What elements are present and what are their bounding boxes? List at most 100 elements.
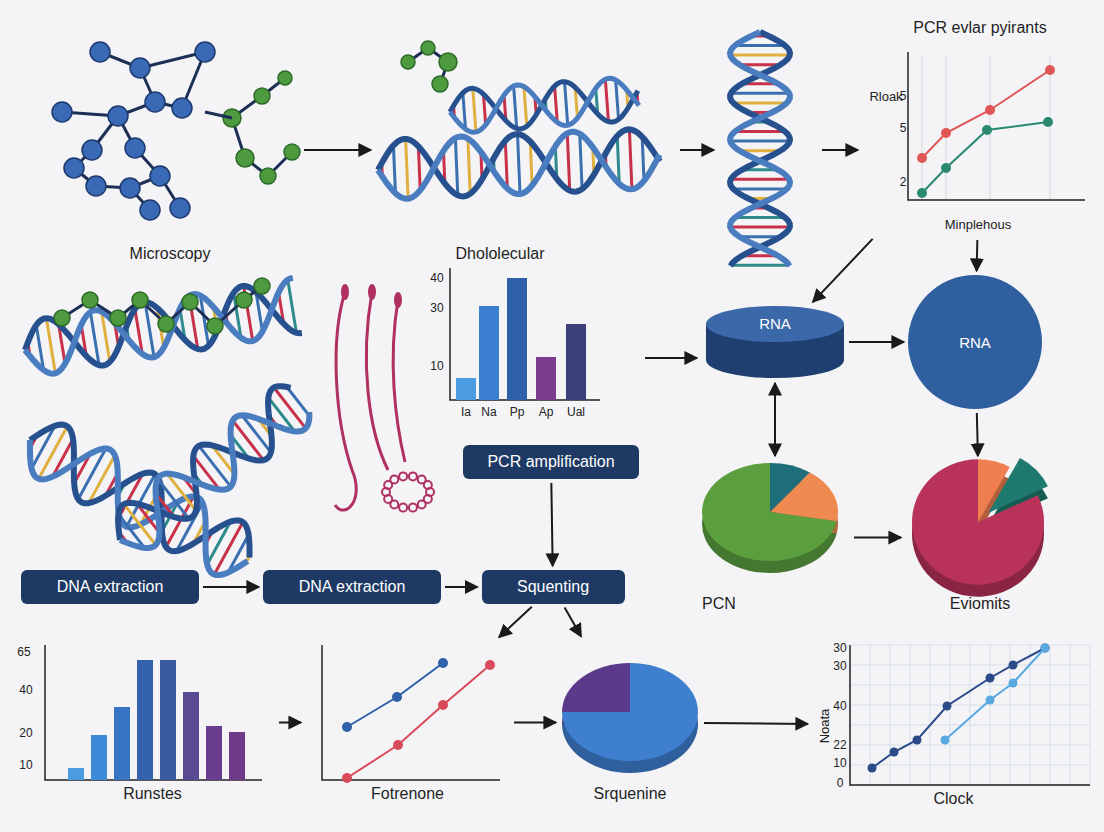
pie-chart [702,463,838,573]
line-chart [943,702,952,711]
bar-chart [479,306,499,400]
dna-helix [377,128,661,200]
molecule-blue [108,106,128,126]
line-chart [438,658,448,668]
line-chart [985,105,995,115]
line-chart [890,748,899,757]
line-chart [908,52,1085,200]
pie-chart [562,663,698,761]
molecule-blue [86,176,106,196]
rna-strands [390,475,398,483]
tick-label: 5 [900,90,907,102]
dna-helix [20,278,301,378]
dna-helix [16,414,263,586]
dna-helix [473,88,476,132]
bar-chart [45,645,262,780]
dna-helix [104,380,316,561]
dna-helix [617,136,619,184]
line-chart [990,645,991,785]
dna-helix [16,414,263,586]
flow-arrow [822,149,858,151]
dna-helix [733,101,787,104]
dna-helix [104,380,316,561]
line-chart [890,645,891,785]
dna-helix [505,141,507,189]
molecule-blue [195,42,215,62]
dna-helix [468,139,470,194]
molecule-blue [90,42,110,62]
flow-arrow [304,149,371,151]
rna-strands [399,504,407,512]
node-text: PCN [702,595,736,613]
pie-chart [912,459,1044,584]
molecule-green [432,76,448,92]
data-cylinder: RNA [705,305,845,379]
line-chart [970,645,971,785]
molecule-blue [172,98,192,118]
dna-helix [735,130,785,133]
line-chart [1041,644,1050,653]
dna-helix [580,134,582,189]
rna-strands [409,504,417,512]
molecule-chain [110,310,126,326]
molecule-chain [54,310,70,326]
rna-strands [393,300,405,462]
molecule-blue [52,42,215,220]
molecule-blue [170,198,190,218]
process-box: Squenting [482,570,625,604]
bar-chart [206,726,222,780]
line-chart [1050,55,1051,200]
molecule-chain [54,278,270,334]
line-chart [850,705,1090,706]
tick-label: 65 [17,646,30,658]
tick-label: 10 [833,757,846,769]
tick-label: 0 [837,777,844,789]
flow-arrow [645,357,697,359]
flow-arrow [977,413,978,456]
line-chart [910,645,911,785]
rna-strands [335,284,434,512]
dna-helix [104,380,316,561]
tick-label: 30 [430,302,443,314]
line-chart [922,55,923,200]
dna-helix [733,187,787,190]
tick-label: 20 [19,727,32,739]
dna-helix [448,76,640,134]
line-chart [945,648,1045,740]
molecule-green [254,88,270,104]
line-chart [1043,117,1053,127]
molecule-green [401,41,457,92]
dna-helix [274,387,306,428]
pie-label: PCN [700,460,850,615]
node-text: Squenting [517,578,589,596]
dna-helix [731,264,789,267]
rna-strands [399,472,407,480]
line-chart [392,692,402,702]
line-chart [868,764,877,773]
molecule-chain [132,292,148,308]
line-chart [922,70,1050,158]
process-box: DNA extraction [21,570,199,604]
tick-label: 30 [833,642,846,654]
molecule-blue [82,140,102,160]
dna-helix [616,80,619,120]
dna-helix [730,140,790,143]
tick-label: 40 [430,272,443,284]
dna-helix [517,134,520,194]
node-text: Microscopy [130,245,211,263]
molecule-chain [82,292,98,308]
rna-strands [409,472,417,480]
line-chart [908,52,1085,200]
chart-label: Clock [812,640,1095,810]
molecule-blue [125,138,145,158]
bar-chart [91,735,107,780]
dna-helix [730,32,790,266]
molecule-blue [52,102,72,122]
pie-chart [702,463,838,561]
flow-arrow [849,341,904,343]
molecule-green [236,149,254,167]
line-chart [986,674,995,683]
node-text: DNA extraction [299,578,406,596]
tick-label: Ap [539,406,554,418]
dna-helix [730,54,790,57]
